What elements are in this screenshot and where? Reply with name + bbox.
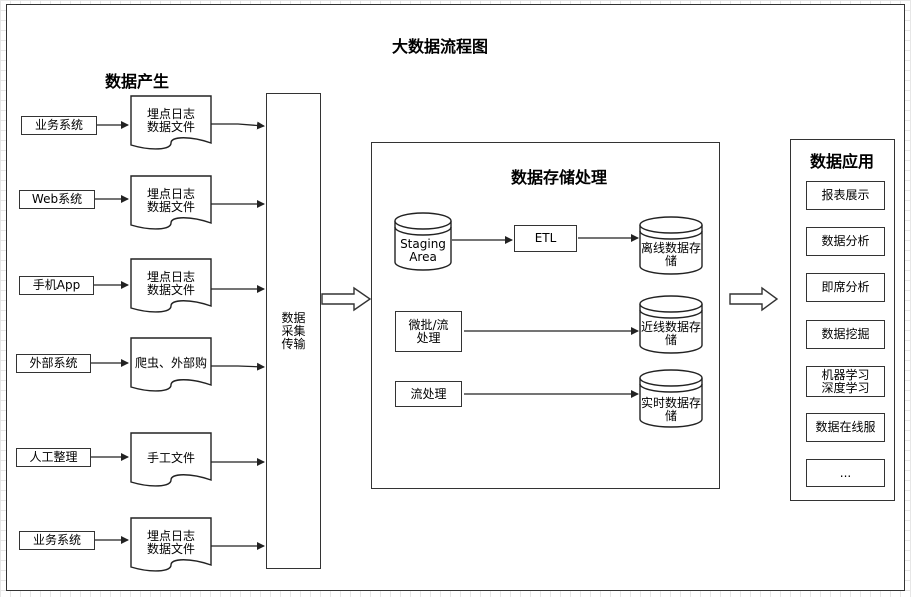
source-system-box[interactable]: Web系统 — [19, 190, 95, 209]
section-title-application: 数据应用 — [810, 152, 875, 171]
app-item-reports[interactable]: 报表展示 — [806, 181, 885, 210]
offline-store-cylinder — [639, 216, 703, 275]
microbatch-processing-box[interactable]: 微批/流 处理 — [395, 311, 462, 352]
app-item-ml[interactable]: 机器学习 深度学习 — [806, 366, 885, 397]
source-system-box[interactable]: 业务系统 — [19, 531, 95, 550]
data-collection-box[interactable]: 数据 采集 传输 — [266, 93, 321, 569]
source-system-box[interactable]: 人工整理 — [16, 448, 91, 467]
diagram-title: 大数据流程图 — [392, 37, 489, 56]
arrow-doc1-to-collector — [211, 121, 265, 130]
nearline-store-cylinder — [639, 295, 703, 354]
doc-shape-5 — [130, 432, 212, 487]
doc-shape-3 — [130, 258, 212, 313]
offline-store-label: 离线数据存 储 — [640, 241, 701, 268]
stream-processing-box[interactable]: 流处理 — [395, 381, 462, 407]
source-system-box[interactable]: 手机App — [19, 276, 94, 295]
staging-label: Staging Area — [400, 237, 446, 264]
doc-shape-4 — [130, 337, 212, 392]
app-item-online-service[interactable]: 数据在线服 — [806, 413, 885, 442]
source-system-box[interactable]: 业务系统 — [21, 116, 97, 135]
doc-label: 埋点日志 数据文件 — [146, 270, 195, 297]
doc-label: 手工文件 — [146, 451, 195, 465]
section-title-production: 数据产生 — [105, 72, 170, 91]
doc-label: 埋点日志 数据文件 — [146, 187, 195, 214]
app-item-adhoc[interactable]: 即席分析 — [806, 273, 885, 302]
source-system-box[interactable]: 外部系统 — [16, 354, 91, 373]
etl-box[interactable]: ETL — [514, 225, 577, 252]
realtime-store-cylinder — [639, 369, 703, 428]
doc-shape-2 — [130, 175, 212, 230]
arrow-doc4-to-collector — [211, 362, 265, 371]
storage-container — [371, 142, 720, 489]
section-title-storage: 数据存储处理 — [511, 168, 608, 187]
doc-label: 爬虫、外部购 — [134, 356, 207, 370]
app-item-analysis[interactable]: 数据分析 — [806, 227, 885, 256]
app-item-more[interactable]: ... — [806, 459, 885, 487]
staging-cylinder — [394, 212, 452, 271]
realtime-store-label: 实时数据存 储 — [640, 396, 701, 423]
doc-label: 埋点日志 数据文件 — [146, 529, 195, 556]
nearline-store-label: 近线数据存 储 — [640, 320, 701, 347]
doc-shape-6 — [130, 517, 212, 572]
doc-shape-1 — [130, 95, 212, 150]
doc-label: 埋点日志 数据文件 — [146, 107, 195, 134]
block-arrow-collector-to-storage — [321, 286, 372, 312]
app-item-mining[interactable]: 数据挖掘 — [806, 320, 885, 349]
block-arrow-storage-to-apps — [729, 286, 779, 312]
